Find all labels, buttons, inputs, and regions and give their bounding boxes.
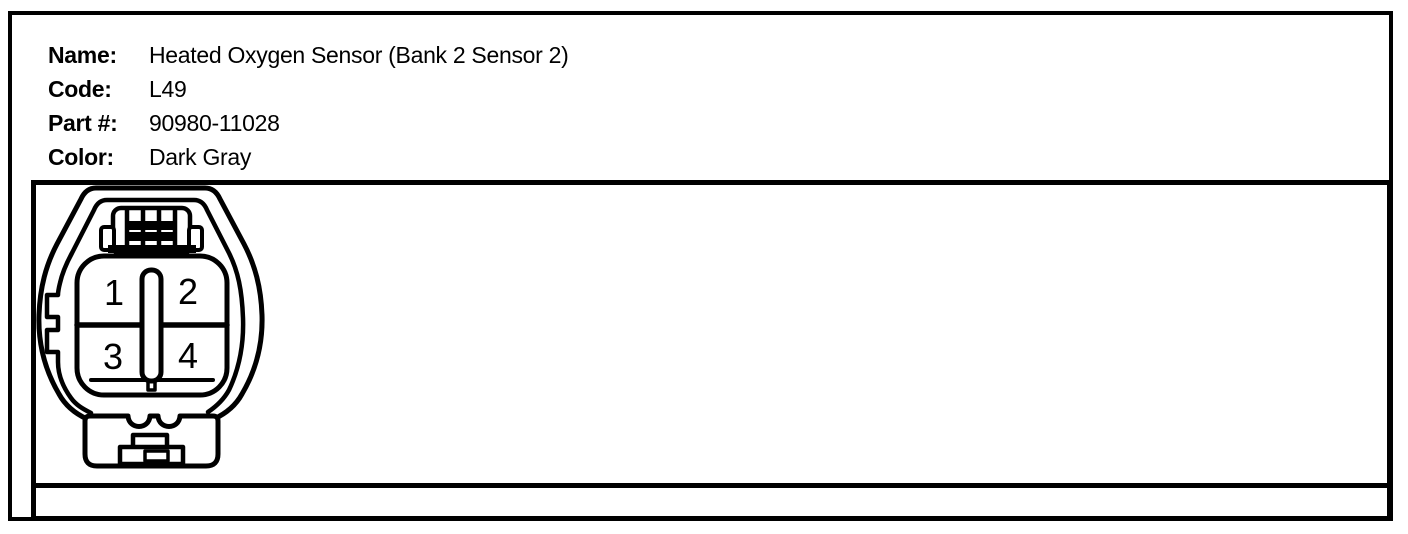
connector-info-block: Name: Heated Oxygen Sensor (Bank 2 Senso…: [48, 38, 569, 174]
pin-label-4: 4: [178, 335, 198, 376]
pin-label-3: 3: [103, 336, 123, 377]
info-row-name: Name: Heated Oxygen Sensor (Bank 2 Senso…: [48, 38, 569, 72]
center-keyway: [139, 267, 164, 384]
info-row-code: Code: L49: [48, 72, 568, 106]
code-label: Code:: [48, 75, 112, 102]
pin-label-2: 2: [178, 271, 198, 312]
color-label: Color:: [48, 143, 114, 170]
bottom-lock-tab-inner: [143, 449, 170, 463]
info-row-color: Color: Dark Gray: [48, 140, 568, 174]
part-number-value: 90980-11028: [149, 109, 280, 136]
top-latch-grid-bars: [124, 207, 178, 255]
name-label: Name:: [48, 41, 117, 68]
top-latch-crossbar-1: [125, 221, 177, 230]
diagram-box-footer-row: [36, 483, 1387, 516]
code-value: L49: [149, 75, 187, 102]
top-latch-crossbar-2: [125, 232, 177, 241]
part-number-label: Part #:: [48, 109, 118, 136]
name-value: Heated Oxygen Sensor (Bank 2 Sensor 2): [149, 41, 569, 68]
latch-side-tab-left: [99, 225, 116, 252]
connector-pinout-diagram: 1 2 3 4: [36, 185, 265, 469]
connector-outer-body-outline: [36, 185, 265, 422]
connector-inner-body-outline: [44, 197, 246, 416]
color-value: Dark Gray: [149, 143, 252, 170]
info-row-part-number: Part #: 90980-11028: [48, 106, 568, 140]
pin-label-1: 1: [104, 272, 124, 313]
latch-bottom-bar: [108, 245, 196, 253]
